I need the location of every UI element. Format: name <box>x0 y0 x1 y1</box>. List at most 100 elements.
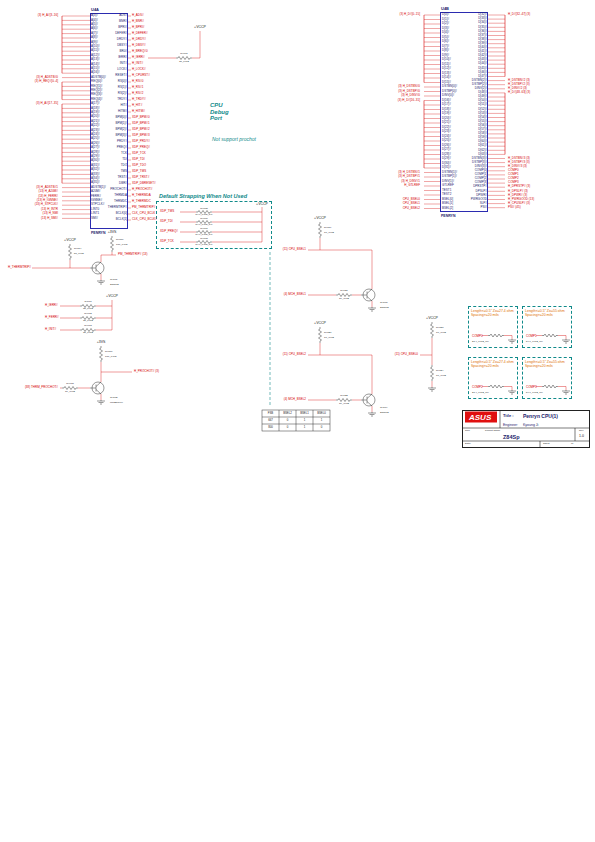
part-label: 2N7002 <box>110 284 119 287</box>
part-label: FSB <box>268 412 273 415</box>
net-label: H_IERR# <box>45 304 58 307</box>
part-label: A[8]# <box>91 36 98 39</box>
layout-note-box: Length<=0.5" Zo=55 ohm Spacing>=20 milsC… <box>522 357 572 399</box>
net-label: XDP_TMS <box>160 210 174 213</box>
pin-wire <box>62 24 90 25</box>
ground-symbol <box>428 387 436 391</box>
pin-wire <box>424 123 440 124</box>
pin-wire <box>424 154 440 155</box>
part-label: INIT# <box>120 62 127 65</box>
part-label: A[18]# <box>91 107 100 110</box>
part-label: D[10]# <box>442 58 451 61</box>
net-label: H_DEFER# <box>132 32 148 35</box>
net-label: H_DSTBN#3 (3) <box>508 157 530 160</box>
pin-wire <box>62 77 90 78</box>
part-label: DINV[2]# <box>475 87 487 90</box>
pin-wire <box>488 72 505 73</box>
resistor-symbol <box>336 294 352 297</box>
part-label: 56_0402 <box>83 308 93 311</box>
pin-wire <box>488 138 505 139</box>
part-label: D[12]# <box>442 67 451 70</box>
ground-symbol <box>97 280 105 284</box>
node-heading: Default Strapping When Not Used <box>159 193 247 199</box>
part-label: D[14]# <box>442 76 451 79</box>
part-label: COMP[1] <box>475 173 487 176</box>
part-label: +VCCP <box>314 321 326 325</box>
pin-wire <box>424 141 440 142</box>
pin-wire <box>424 78 440 79</box>
wire <box>420 338 432 387</box>
part-label: 1K_0402 <box>436 375 446 378</box>
part-label: D[31]# <box>442 166 451 169</box>
pin-wire <box>488 88 505 89</box>
pin-wire <box>424 28 440 29</box>
net-label: (3) H_DSTBP#0 <box>398 90 420 93</box>
pin-wire <box>128 100 131 101</box>
pin-wire <box>62 82 90 83</box>
pin-wire <box>62 209 90 210</box>
resistor-symbol <box>542 385 558 388</box>
part-label: D[63]# <box>478 153 487 156</box>
pin-wire <box>62 73 90 74</box>
pin-wire <box>424 163 440 164</box>
pin-wire <box>424 136 440 137</box>
pin-wire <box>128 88 131 89</box>
part-label: +3VS <box>97 340 106 344</box>
part-label: COMP[2] <box>475 177 487 180</box>
part-label: A[20]# <box>91 115 100 118</box>
part-label: DBSY# <box>117 44 127 47</box>
part-label: R4024 <box>436 370 443 373</box>
part-label: D[25]# <box>442 139 451 142</box>
net-label: H_TRDY# <box>132 98 146 101</box>
pin-wire <box>62 117 90 118</box>
part-label: D[60]# <box>478 140 487 143</box>
part-label: RS[0]# <box>118 80 127 83</box>
pin-wire <box>424 19 440 20</box>
part-label: D[29]# <box>442 157 451 160</box>
pin-wire <box>424 204 440 205</box>
part-label: 56_0402 <box>74 253 84 256</box>
part-label: D[57]# <box>478 128 487 131</box>
node-text: COMP1 <box>526 335 537 338</box>
net-label: (13) H_INTR <box>41 208 58 211</box>
pin-wire <box>62 130 90 131</box>
pin-wire <box>488 60 505 61</box>
node-text: Kyoung Ji <box>523 423 538 427</box>
resistor-symbol <box>431 365 434 381</box>
net-label: XDP_PREQ# <box>132 146 150 149</box>
pin-wire <box>62 156 90 157</box>
pin-wire <box>488 146 505 147</box>
part-label: A[24]# <box>91 133 100 136</box>
pin-wire <box>62 99 90 100</box>
pin-wire <box>424 37 440 38</box>
part-label: D[5]# <box>442 36 449 39</box>
ground-symbol <box>368 412 376 416</box>
wire <box>60 300 112 330</box>
net-label: XDP_TCK <box>132 152 146 155</box>
part-label: D[9]# <box>442 54 449 57</box>
pin-wire <box>488 105 505 106</box>
net-label: H_DBSY# <box>132 44 146 47</box>
part-label: BPM[2]# <box>115 128 127 131</box>
pin-wire <box>128 214 131 215</box>
part-label: D[8]# <box>442 49 449 52</box>
pin-wire <box>62 51 90 52</box>
part-label: A[25]# <box>91 137 100 140</box>
part-label: +VCCP <box>426 316 438 320</box>
pin-wire <box>488 191 505 192</box>
pin-wire <box>488 133 505 134</box>
pin-wire <box>62 90 90 91</box>
net-label: (13) H_A20M# <box>38 190 58 193</box>
pin-wire <box>62 126 90 127</box>
pin-wire <box>424 64 440 65</box>
ground-symbol <box>368 307 376 311</box>
net-label: H_DPWR# (3) <box>508 194 527 197</box>
pin-wire <box>62 95 90 96</box>
net-label: (3) H_ADSTB#1 <box>36 186 58 189</box>
part-label: D[2]# <box>442 22 449 25</box>
part-label: BSEL2 <box>283 412 292 415</box>
pin-wire <box>62 29 90 30</box>
part-label: R4020 <box>324 332 331 335</box>
pin-wire <box>488 179 505 180</box>
part-label: A[31]# <box>91 164 100 167</box>
